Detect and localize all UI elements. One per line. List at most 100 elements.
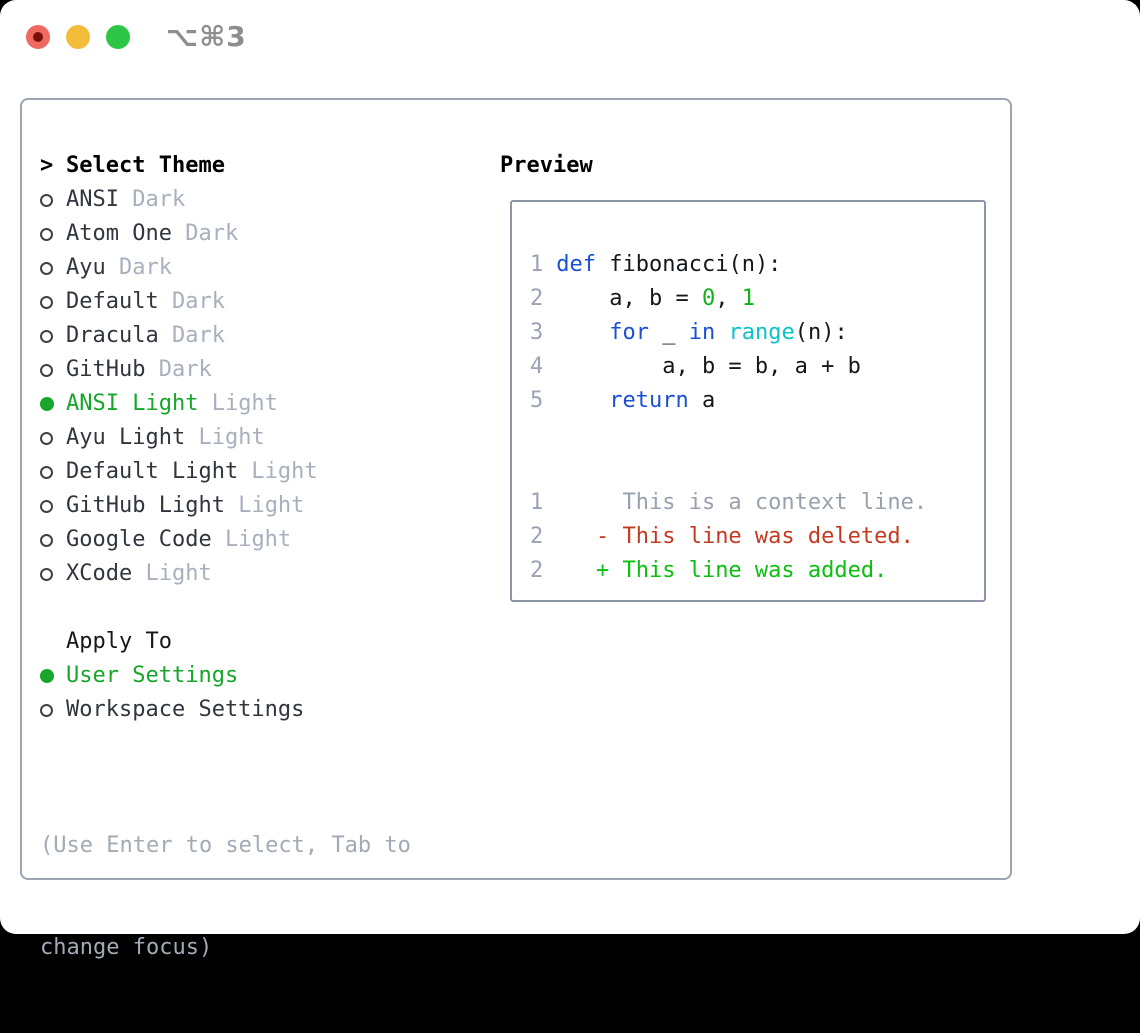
diff-text: + This line was added. — [556, 558, 888, 583]
theme-option-github[interactable]: GitHub Dark — [40, 353, 480, 387]
theme-name: Ayu — [66, 255, 106, 280]
code-token: def — [556, 252, 596, 277]
radio-icon — [40, 567, 53, 581]
radio-icon — [40, 703, 53, 717]
maximize-button[interactable] — [106, 25, 130, 49]
close-focus-dot-icon — [33, 32, 43, 42]
theme-variant: Light — [198, 391, 278, 416]
code-token: return — [609, 388, 689, 413]
code-token: a, b = b, a + b — [556, 354, 861, 379]
theme-option-atom-one[interactable]: Atom One Dark — [40, 217, 480, 251]
theme-option-default-light[interactable]: Default Light Light — [40, 455, 480, 489]
help-text-line: change focus) — [40, 935, 213, 960]
theme-option-google-code[interactable]: Google Code Light — [40, 523, 480, 557]
diff-text: This is a context line. — [556, 490, 928, 515]
titlebar: ⌥⌘3 — [0, 0, 1140, 74]
theme-option-ansi-light[interactable]: ANSI Light Light — [40, 387, 480, 421]
radio-selected-icon — [40, 669, 54, 683]
apply-option-label: User Settings — [66, 663, 239, 688]
help-text: (Use Enter to select, Tab to change focu… — [40, 761, 480, 1033]
radio-icon — [40, 499, 53, 513]
radio-icon — [40, 261, 53, 275]
select-theme-title: Select Theme — [66, 153, 225, 178]
code-token: for — [609, 320, 649, 345]
line-number: 4 — [530, 354, 544, 379]
focus-caret-icon: > — [40, 153, 54, 178]
preview-title: Preview — [500, 153, 593, 178]
theme-variant: Light — [224, 493, 305, 518]
code-token: 1 — [741, 286, 755, 311]
radio-icon — [40, 533, 53, 547]
theme-name: Atom One — [66, 221, 172, 246]
theme-option-ayu-light[interactable]: Ayu Light Light — [40, 421, 480, 455]
theme-name: Default — [66, 289, 159, 314]
radio-icon — [40, 227, 53, 241]
diff-line-deleted: 2 - This line was deleted. — [530, 520, 984, 554]
code-token — [715, 316, 728, 350]
code-token: range — [728, 320, 795, 345]
code-token — [556, 316, 609, 350]
apply-option-label: Workspace Settings — [66, 697, 305, 722]
radio-icon — [40, 193, 53, 207]
theme-name: XCode — [66, 561, 133, 586]
blank-line — [530, 452, 984, 486]
theme-option-github-light[interactable]: GitHub Light Light — [40, 489, 480, 523]
theme-variant: Dark — [158, 289, 225, 314]
radio-icon — [40, 295, 53, 309]
code-token: _ — [648, 320, 689, 345]
line-number: 5 — [530, 388, 544, 413]
radio-icon — [40, 431, 53, 445]
theme-name: Default Light — [66, 459, 239, 484]
minimize-button[interactable] — [66, 25, 90, 49]
code-token: in — [688, 320, 716, 345]
theme-option-ayu[interactable]: Ayu Dark — [40, 251, 480, 285]
code-token: fibonacci(n): — [596, 252, 782, 277]
theme-name: ANSI — [66, 187, 119, 212]
theme-variant: Dark — [145, 357, 212, 382]
code-line: 4 a, b = b, a + b — [530, 350, 984, 384]
spacer — [40, 591, 480, 625]
line-number: 2 — [530, 286, 544, 311]
diff-line-added: 2 + This line was added. — [530, 554, 984, 588]
code-token: a, b = — [556, 286, 702, 311]
apply-option-workspace-settings[interactable]: Workspace Settings — [40, 693, 480, 727]
diff-text: - This line was deleted. — [556, 524, 914, 549]
line-number: 2 — [530, 524, 544, 549]
apply-to-header: Apply To — [40, 625, 480, 659]
theme-option-ansi[interactable]: ANSI Dark — [40, 183, 480, 217]
close-button[interactable] — [26, 25, 50, 49]
theme-name: GitHub — [66, 357, 146, 382]
theme-variant: Dark — [158, 323, 225, 348]
apply-option-user-settings[interactable]: User Settings — [40, 659, 480, 693]
line-number: 1 — [530, 490, 544, 515]
blank-line — [530, 418, 984, 452]
diff-line-context: 1 This is a context line. — [530, 486, 984, 520]
code-line: 2 a, b = 0, 1 — [530, 282, 984, 316]
theme-variant: Light — [132, 561, 212, 586]
spacer — [40, 727, 480, 761]
theme-option-default[interactable]: Default Dark — [40, 285, 480, 319]
code-line: 5 return a — [530, 384, 984, 418]
theme-variant: Light — [211, 527, 292, 552]
code-token: 0 — [701, 286, 716, 311]
radio-selected-icon — [40, 397, 54, 411]
help-text-line: (Use Enter to select, Tab to — [40, 833, 411, 858]
theme-option-xcode[interactable]: XCode Light — [40, 557, 480, 591]
code-token: a — [688, 388, 716, 413]
theme-option-dracula[interactable]: Dracula Dark — [40, 319, 480, 353]
theme-name: Ayu Light — [66, 425, 186, 450]
theme-name: Dracula — [66, 323, 159, 348]
radio-icon — [40, 329, 53, 343]
theme-variant: Dark — [105, 255, 172, 280]
line-number: 3 — [530, 320, 544, 345]
code-line: 3 for _ in range(n): — [530, 316, 984, 350]
code-token: , — [715, 286, 742, 311]
window-title: ⌥⌘3 — [166, 20, 247, 53]
